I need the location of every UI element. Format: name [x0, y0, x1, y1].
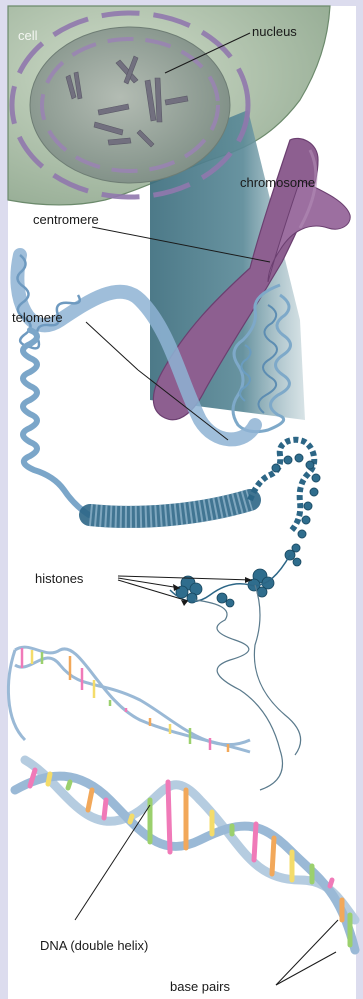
label-telomere: telomere — [12, 310, 63, 325]
label-base-pairs: base pairs — [170, 979, 230, 994]
top-frame-bar — [0, 0, 363, 6]
dna-helix-lower — [15, 760, 355, 950]
label-nucleus: nucleus — [252, 24, 297, 39]
label-dna-double-helix: DNA (double helix) — [40, 938, 148, 953]
label-chromosome: chromosome — [240, 175, 315, 190]
label-cell: cell — [18, 28, 38, 43]
label-centromere: centromere — [33, 212, 99, 227]
dna-wire — [195, 585, 301, 790]
solenoid-fiber — [90, 440, 314, 532]
right-frame-bar — [356, 0, 363, 999]
dna-helix-upper — [8, 647, 250, 752]
left-frame-bar — [0, 0, 8, 999]
chromatin-vertical-coil — [23, 330, 89, 515]
label-histones: histones — [35, 571, 84, 586]
